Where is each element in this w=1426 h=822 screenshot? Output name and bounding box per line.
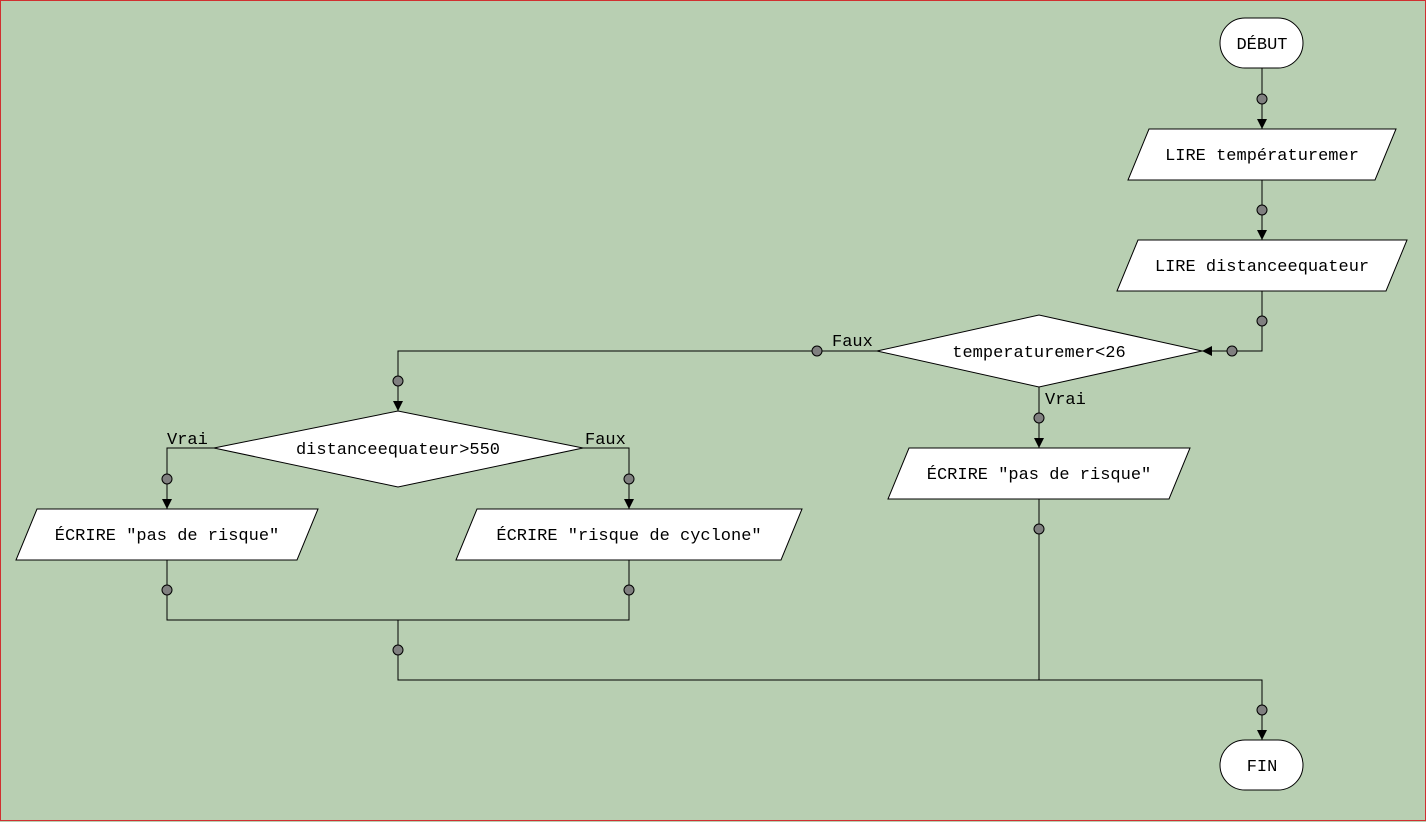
decision-distance[interactable]: distanceequateur>550	[213, 410, 584, 488]
terminator-shape	[1219, 739, 1304, 791]
terminator-shape	[1219, 17, 1304, 69]
connector-dot[interactable]	[1256, 315, 1268, 327]
diamond-shape	[213, 410, 584, 488]
arrow-head	[624, 499, 634, 509]
connector-dot[interactable]	[811, 345, 823, 357]
edge-label-dist-vrai: Vrai	[167, 431, 208, 450]
diamond-shape	[876, 314, 1203, 388]
decision-temperature[interactable]: temperaturemer<26	[876, 314, 1203, 388]
output-pas-de-risque-right[interactable]: ÉCRIRE "pas de risque"	[887, 447, 1191, 500]
connector-dot[interactable]	[161, 584, 173, 596]
output-pas-de-risque-left[interactable]: ÉCRIRE "pas de risque"	[15, 508, 319, 561]
arrow-head	[162, 499, 172, 509]
start-node[interactable]: DÉBUT	[1219, 17, 1304, 69]
edge-merge-to-fin	[397, 620, 1263, 740]
connector-dot[interactable]	[623, 584, 635, 596]
edge-cond-dist-faux	[583, 447, 630, 509]
output-pas-de-risque-left-label: ÉCRIRE "pas de risque"	[55, 526, 279, 546]
edge-cond-temp-faux	[397, 350, 877, 411]
arrow-head	[1202, 346, 1212, 356]
connector-dots	[161, 93, 1268, 716]
connector-dot[interactable]	[392, 644, 404, 656]
edge-label-dist-faux: Faux	[585, 431, 626, 450]
parallelogram-shape	[15, 508, 319, 561]
arrow-head	[1257, 730, 1267, 740]
start-label: DÉBUT	[1236, 35, 1287, 55]
arrow-head	[1257, 230, 1267, 240]
connectors	[166, 68, 1263, 740]
connector-dot[interactable]	[1033, 523, 1045, 535]
connector-dot[interactable]	[1033, 412, 1045, 424]
parallelogram-shape	[887, 447, 1191, 500]
edge-merge-dist	[166, 560, 630, 621]
connector-dot[interactable]	[161, 473, 173, 485]
decision-distance-label: distanceequateur>550	[296, 441, 500, 460]
end-node[interactable]: FIN	[1219, 739, 1304, 791]
output-risque-cyclone-label: ÉCRIRE "risque de cyclone"	[496, 526, 761, 546]
lire-distance-label: LIRE distanceequateur	[1155, 258, 1369, 277]
arrow-head	[1034, 438, 1044, 448]
edge-label-temp-vrai: Vrai	[1045, 391, 1086, 410]
edge-label-temp-faux: Faux	[832, 333, 873, 352]
decision-temperature-label: temperaturemer<26	[952, 344, 1125, 363]
arrow-head	[1257, 119, 1267, 129]
connector-dot[interactable]	[392, 375, 404, 387]
connector-dot[interactable]	[623, 473, 635, 485]
lire-temperature-label: LIRE températuremer	[1165, 147, 1359, 166]
input-lire-distance[interactable]: LIRE distanceequateur	[1116, 239, 1408, 292]
connector-dot[interactable]	[1256, 93, 1268, 105]
output-pas-de-risque-right-label: ÉCRIRE "pas de risque"	[927, 465, 1151, 485]
output-risque-cyclone[interactable]: ÉCRIRE "risque de cyclone"	[455, 508, 803, 561]
parallelogram-shape	[455, 508, 803, 561]
arrowheads	[162, 119, 1267, 740]
parallelogram-shape	[1116, 239, 1408, 292]
input-lire-temperature[interactable]: LIRE températuremer	[1127, 128, 1397, 181]
connector-dot[interactable]	[1256, 704, 1268, 716]
edge-lire-dist-cond-temp	[1202, 291, 1263, 352]
edge-cond-dist-vrai	[166, 447, 214, 509]
arrow-head	[393, 401, 403, 411]
connector-dot[interactable]	[1226, 345, 1238, 357]
parallelogram-shape	[1127, 128, 1397, 181]
connector-dot[interactable]	[1256, 204, 1268, 216]
end-label: FIN	[1247, 758, 1278, 777]
